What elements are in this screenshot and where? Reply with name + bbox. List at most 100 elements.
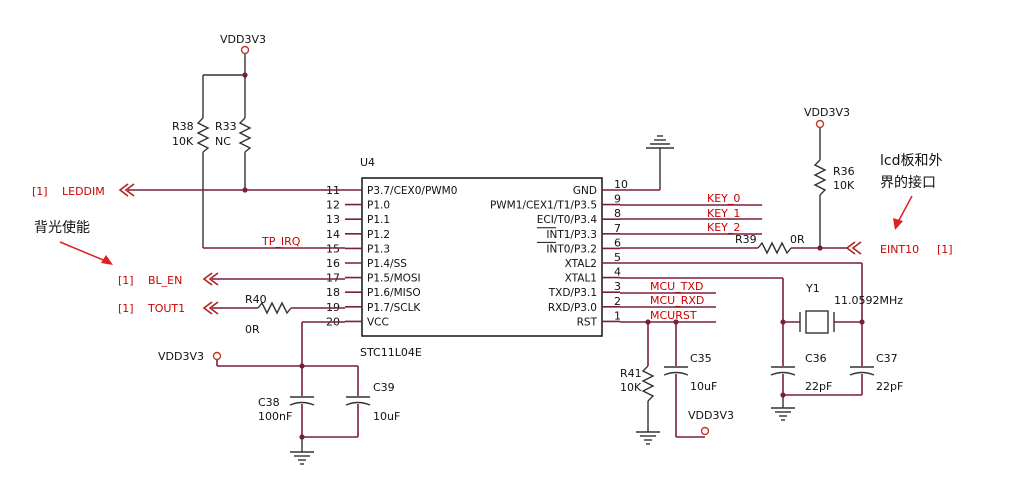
resistor-r39	[757, 241, 792, 255]
pin-number: 12	[326, 199, 340, 212]
r41-ref: R41	[620, 367, 642, 380]
tout1-ref: [1]	[118, 302, 134, 315]
ground-icon	[646, 135, 674, 149]
net-key1: KEY_1	[707, 207, 740, 220]
r33-ref: R33	[215, 120, 237, 133]
ground-icon	[290, 437, 314, 465]
y1-value: 11.0592MHz	[834, 294, 903, 307]
r36-value: 10K	[833, 179, 855, 192]
annotation-lcd: lcd板和外 界的接口	[880, 153, 942, 230]
net-mcurst: MCURST	[650, 309, 697, 322]
vdd-right: VDD3V3	[804, 106, 850, 160]
pin-number: 10	[614, 178, 628, 191]
vdd-vcc: VDD3V3	[158, 350, 358, 367]
leddim-ref: [1]	[32, 185, 48, 198]
bl-en-name: BL_EN	[148, 274, 182, 287]
bl-en-ref: [1]	[118, 274, 134, 287]
resistor-r40	[257, 301, 292, 315]
c37-ref: C37	[876, 352, 898, 365]
resistor-r33: R33 NC	[215, 75, 252, 190]
leddim-name: LEDDIM	[62, 185, 105, 198]
port-tout1: [1] TOUT1 R40 0R	[118, 293, 345, 336]
pin-name: P3.7/CEX0/PWM0	[367, 185, 457, 197]
pin-number: 4	[614, 266, 621, 279]
port-bl-en: [1] BL_EN	[118, 272, 345, 287]
pin-number: 14	[326, 228, 340, 241]
power-port-icon	[700, 426, 710, 436]
eint10-ref: [1]	[937, 243, 953, 256]
pin-number: 1	[614, 309, 621, 322]
junction-dot	[859, 319, 865, 325]
power-port-icon	[240, 45, 250, 55]
r39-value: 0R	[790, 233, 805, 246]
pin-name: P1.7/SCLK	[367, 302, 421, 314]
pin-number: 17	[326, 272, 340, 285]
y1-ref: Y1	[805, 282, 820, 295]
pin-name: PWM1/CEX1/T1/P3.5	[490, 200, 597, 212]
tout1-name: TOUT1	[147, 302, 185, 315]
r39-ref: R39	[735, 233, 757, 246]
resistor-r41: R41 10K	[620, 365, 655, 432]
pin-name: P1.2	[367, 229, 390, 241]
c35-ref: C35	[690, 352, 712, 365]
pin-name: RXD/P3.0	[548, 302, 597, 314]
pin-name: TXD/P3.1	[548, 287, 597, 299]
r36-ref: R36	[833, 165, 855, 178]
chip-ref: U4	[360, 156, 375, 169]
pin-number: 7	[614, 222, 621, 235]
pin-name: P1.0	[367, 200, 390, 212]
c37-value: 22pF	[876, 380, 903, 393]
pin-name: P1.4/SS	[367, 258, 407, 270]
pin-number: 6	[614, 236, 621, 249]
vdd-rst: VDD3V3	[688, 409, 734, 436]
arrow-icon	[101, 255, 113, 265]
pin-name: RST	[577, 316, 598, 328]
port-leddim: [1] LEDDIM	[32, 183, 345, 198]
r40-ref: R40	[245, 293, 267, 306]
chip-body	[361, 177, 603, 337]
vdd-top-left: VDD3V3	[220, 33, 266, 75]
pin-name: ECI/T0/P3.4	[537, 214, 598, 226]
pin-name: GND	[573, 185, 597, 197]
vdd-label-top: VDD3V3	[220, 33, 266, 46]
r41-value: 10K	[620, 381, 642, 394]
pin-number: 9	[614, 193, 621, 206]
pin-name: P1.1	[367, 214, 390, 226]
pin-number: 18	[326, 286, 340, 299]
c38-ref: C38	[258, 396, 280, 409]
resistor-r38: R38 10K	[172, 75, 210, 248]
pin-name: XTAL2	[565, 258, 597, 270]
vdd-label-rst: VDD3V3	[688, 409, 734, 422]
pin-number: 2	[614, 295, 621, 308]
pin-name: INT0/P3.2	[546, 243, 597, 255]
c39-ref: C39	[373, 381, 395, 394]
pin-number: 16	[326, 257, 340, 270]
net-mcu-txd: MCU_TXD	[650, 280, 703, 293]
vdd-label-right: VDD3V3	[804, 106, 850, 119]
crystal-y1: Y1 11.0592MHz	[783, 282, 903, 334]
net-tp-irq: TP_IRQ	[261, 235, 301, 248]
c38-value: 100nF	[258, 410, 292, 423]
port-eint10: EINT10 [1]	[845, 241, 953, 256]
c39-value: 10uF	[373, 410, 400, 423]
vdd-label-vcc: VDD3V3	[158, 350, 204, 363]
pin-name: XTAL1	[565, 273, 597, 285]
capacitor-c39: C39 10uF	[345, 366, 400, 437]
pin-name: INT1/P3.3	[546, 229, 597, 241]
pin-number: 8	[614, 207, 621, 220]
r40-value: 0R	[245, 323, 260, 336]
capacitor-c36: C36 22pF	[770, 352, 832, 395]
annotation-lcd-line2: 界的接口	[880, 174, 936, 191]
r38-value: 10K	[172, 135, 194, 148]
c36-value: 22pF	[805, 380, 832, 393]
c36-ref: C36	[805, 352, 827, 365]
ground-icon	[771, 395, 795, 421]
pin-name: P1.5/MOSI	[367, 273, 421, 285]
pin-number: 3	[614, 280, 621, 293]
c35-value: 10uF	[690, 380, 717, 393]
power-port-icon	[815, 119, 825, 129]
net-key2: KEY_2	[707, 221, 740, 234]
pin-name: P1.6/MISO	[367, 287, 421, 299]
